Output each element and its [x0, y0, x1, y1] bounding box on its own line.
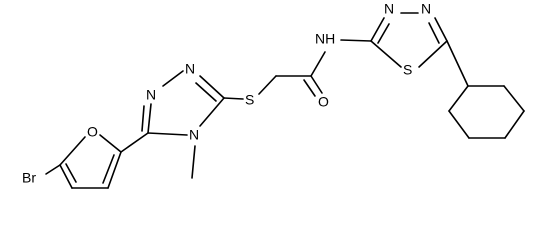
- atom-label-thiadiazole-s: S: [403, 62, 412, 78]
- bond-triazole-n4-c5: [147, 132, 188, 136]
- bond-furan-c4-c5: [59, 164, 73, 189]
- atom-label-triazole-n2: N: [185, 61, 195, 77]
- atom-label-bromine: Br: [22, 170, 36, 186]
- atom-label-triazole-n1: N: [146, 87, 156, 103]
- bond-thiadiazole-s-c2: [370, 40, 402, 68]
- bond-thiadiazole-n4-c5-double: [428, 22, 440, 44]
- bond-furan-c4-c5-double: [65, 163, 77, 183]
- bond-thiadiazole-c5-s: [418, 40, 448, 68]
- bond-furan-c5-o: [59, 136, 86, 166]
- bond-thiadiazole-cyclohexyl: [446, 40, 469, 87]
- bond-cyclohexane-6: [448, 85, 469, 112]
- bond-furan-c2-c3-double: [102, 154, 115, 184]
- bond-thiadiazole-n4-c5: [434, 17, 448, 42]
- bond-cyclohexane-2: [503, 85, 525, 112]
- bond-triazole-c3-n4: [199, 97, 225, 127]
- atom-label-sulfur-thioether: S: [245, 92, 254, 108]
- bond-furan-o-c2: [99, 134, 122, 153]
- bond-carbonyl-o-double: [303, 79, 316, 97]
- bond-triazole-c5-n1: [147, 103, 152, 134]
- bond-nh-thiadiazole: [340, 39, 372, 42]
- bond-triazole-c5-n1-double: [141, 105, 145, 132]
- bond-triazole-s: [223, 97, 244, 100]
- bond-thiadiazole-c2-n3: [370, 17, 385, 42]
- bond-s-ch2: [258, 75, 277, 95]
- bond-furan-triazole: [120, 132, 149, 153]
- atom-label-amide-nh: NH: [315, 31, 335, 47]
- atom-label-furan-oxygen: O: [87, 124, 98, 140]
- atom-label-triazole-n4: N: [189, 127, 199, 143]
- bond-n-methyl: [191, 145, 196, 179]
- bond-br-c: [45, 164, 61, 175]
- bond-cyclohexane-5: [448, 110, 470, 139]
- bonds: [45, 12, 525, 189]
- atom-label-thiadiazole-n4: N: [421, 1, 431, 17]
- bond-thiadiazole-c2-n3-double: [377, 23, 390, 44]
- bond-triazole-n1-n2: [162, 70, 184, 87]
- molecular-structure-diagram: Br O N N N S O NH N N S: [22, 1, 525, 189]
- atom-labels: Br O N N N S O NH N N S: [22, 1, 431, 186]
- bond-triazole-n2-c3: [199, 75, 225, 99]
- atom-label-carbonyl-oxygen: O: [318, 94, 329, 110]
- bond-carbonyl-o: [310, 75, 323, 94]
- bond-carbonyl-nh: [310, 51, 326, 77]
- bond-furan-c2-c3: [107, 151, 122, 189]
- bond-triazole-n2-c3-double: [195, 82, 217, 102]
- atom-label-thiadiazole-n3: N: [384, 1, 394, 17]
- bond-cyclohexane-3: [504, 110, 525, 139]
